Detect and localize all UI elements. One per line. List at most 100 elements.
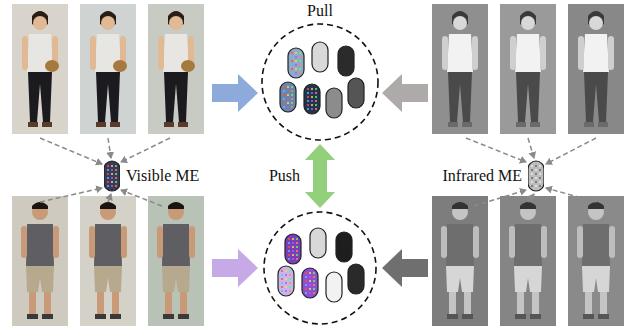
feature-dot bbox=[291, 90, 293, 92]
feature-dot bbox=[291, 60, 293, 62]
feature-dot bbox=[299, 72, 301, 74]
feature-dot bbox=[296, 258, 298, 260]
feature-dot bbox=[283, 102, 285, 104]
feature-dot bbox=[296, 250, 298, 252]
feature-dot bbox=[107, 181, 109, 183]
feature-dot bbox=[313, 288, 315, 290]
feature-dot bbox=[291, 106, 293, 108]
embedding-label: Visible ME bbox=[126, 167, 199, 185]
feature-dot bbox=[531, 185, 533, 187]
feature-dot bbox=[283, 94, 285, 96]
feature-dot bbox=[289, 278, 291, 280]
feature-dot bbox=[295, 64, 297, 66]
push-arrow bbox=[305, 144, 335, 208]
feature-dot bbox=[281, 270, 283, 272]
feature-capsule bbox=[278, 266, 294, 296]
feature-dot bbox=[111, 165, 113, 167]
feature-dot bbox=[285, 278, 287, 280]
feature-dot bbox=[305, 280, 307, 282]
feature-dot bbox=[535, 181, 537, 183]
feature-dot bbox=[309, 272, 311, 274]
embedding-capsule bbox=[528, 160, 544, 192]
feature-capsule bbox=[348, 78, 364, 108]
feature-capsule bbox=[336, 232, 352, 262]
feature-dot bbox=[291, 68, 293, 70]
feature-dot bbox=[307, 108, 309, 110]
feature-dot bbox=[531, 165, 533, 167]
feature-dot bbox=[299, 52, 301, 54]
feature-dot bbox=[311, 92, 313, 94]
visible-arrow bbox=[212, 74, 258, 112]
feature-dot bbox=[292, 238, 294, 240]
feature-dot bbox=[535, 177, 537, 179]
feature-dot bbox=[281, 278, 283, 280]
feature-dot bbox=[305, 276, 307, 278]
feature-dot bbox=[292, 258, 294, 260]
feature-dot bbox=[313, 280, 315, 282]
arrow-label: Push bbox=[269, 167, 300, 185]
dashed-circle bbox=[262, 24, 378, 140]
visible-arrow bbox=[212, 249, 258, 287]
feature-dot bbox=[295, 52, 297, 54]
feature-dot bbox=[305, 288, 307, 290]
feature-dot bbox=[296, 246, 298, 248]
feature-dot bbox=[111, 169, 113, 171]
feature-dot bbox=[288, 246, 290, 248]
feature-dot bbox=[281, 274, 283, 276]
embedding-label: Infrared ME bbox=[442, 167, 522, 185]
feature-dot bbox=[291, 98, 293, 100]
feature-dot bbox=[283, 86, 285, 88]
feature-dot bbox=[315, 100, 317, 102]
feature-dot bbox=[315, 108, 317, 110]
feature-dot bbox=[288, 238, 290, 240]
feature-capsule bbox=[326, 88, 342, 118]
feature-dot bbox=[309, 276, 311, 278]
feature-dot bbox=[285, 290, 287, 292]
feature-capsule bbox=[280, 82, 296, 112]
feature-dot bbox=[311, 100, 313, 102]
feature-dot bbox=[291, 56, 293, 58]
feature-dot bbox=[296, 254, 298, 256]
infrared-photos bbox=[432, 4, 624, 326]
feature-dot bbox=[107, 165, 109, 167]
feature-dot bbox=[295, 68, 297, 70]
feature-dot bbox=[315, 96, 317, 98]
feature-dot bbox=[313, 284, 315, 286]
feature-dot bbox=[531, 177, 533, 179]
feature-dot bbox=[115, 173, 117, 175]
feature-dot bbox=[315, 88, 317, 90]
feature-dot bbox=[107, 185, 109, 187]
feature-dot bbox=[292, 242, 294, 244]
feature-dot bbox=[292, 250, 294, 252]
feature-dot bbox=[115, 169, 117, 171]
feature-dot bbox=[287, 90, 289, 92]
feature-dot bbox=[285, 286, 287, 288]
feature-dot bbox=[281, 286, 283, 288]
feature-dot bbox=[309, 292, 311, 294]
feature-dot bbox=[291, 102, 293, 104]
infrared-arrow bbox=[382, 74, 428, 112]
feature-dot bbox=[287, 102, 289, 104]
feature-dot bbox=[539, 173, 541, 175]
feature-dot bbox=[295, 56, 297, 58]
feature-dot bbox=[311, 88, 313, 90]
feature-dot bbox=[309, 284, 311, 286]
feature-capsules bbox=[278, 228, 364, 302]
feature-dot bbox=[291, 52, 293, 54]
feature-dot bbox=[288, 250, 290, 252]
feature-dot bbox=[531, 181, 533, 183]
feature-capsule bbox=[304, 84, 320, 114]
feature-dot bbox=[288, 254, 290, 256]
feature-dot bbox=[307, 96, 309, 98]
feature-dot bbox=[291, 86, 293, 88]
feature-dot bbox=[289, 290, 291, 292]
feature-dot bbox=[287, 94, 289, 96]
feature-dot bbox=[307, 100, 309, 102]
feature-capsule bbox=[338, 46, 354, 76]
feature-cluster: Pull bbox=[258, 2, 382, 144]
feature-dot bbox=[309, 280, 311, 282]
feature-dot bbox=[315, 92, 317, 94]
feature-dot bbox=[531, 173, 533, 175]
feature-dot bbox=[313, 292, 315, 294]
feature-dot bbox=[539, 181, 541, 183]
